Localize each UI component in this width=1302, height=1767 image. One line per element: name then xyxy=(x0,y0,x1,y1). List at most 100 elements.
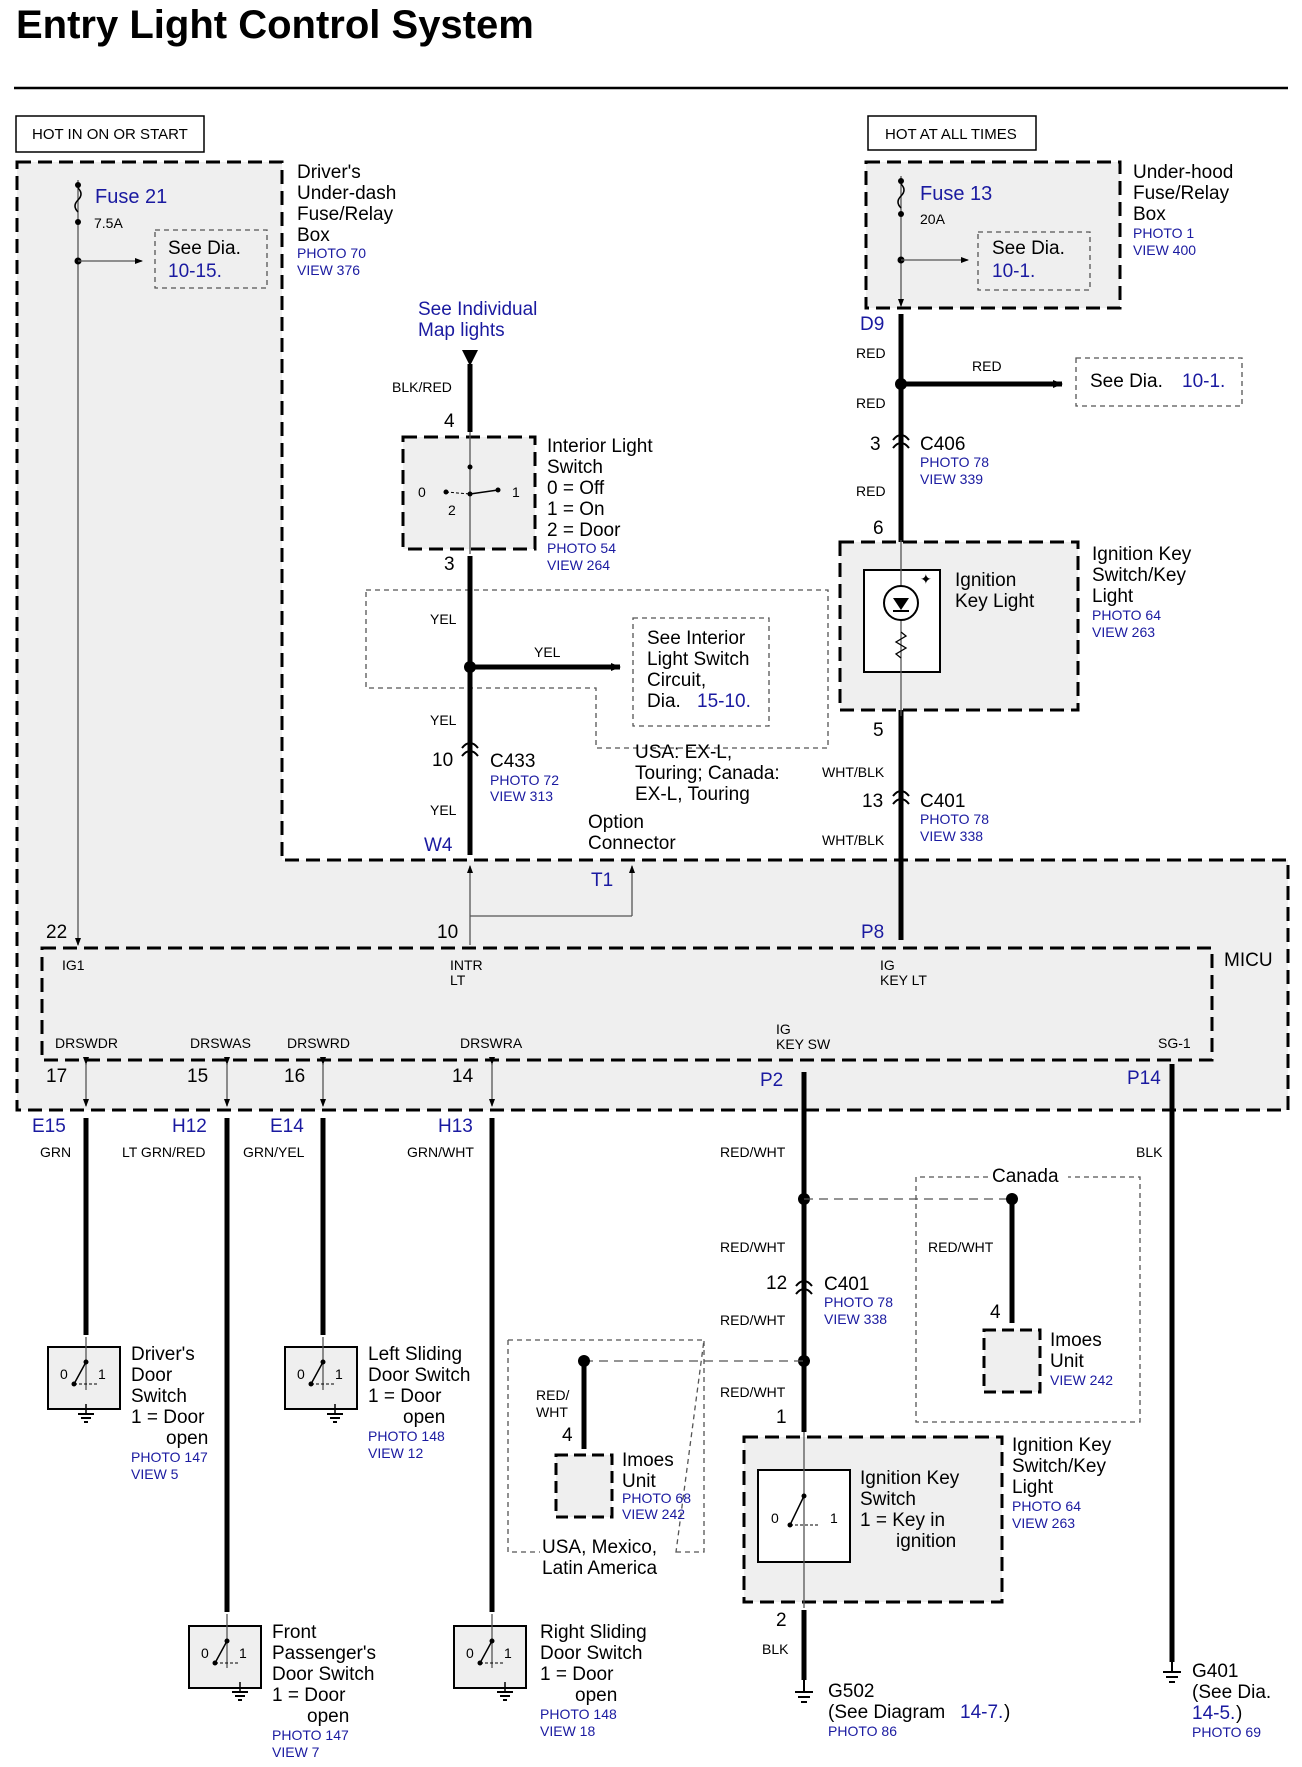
svg-text:Unit: Unit xyxy=(622,1471,657,1492)
svg-text:0: 0 xyxy=(297,1366,305,1382)
pin-3: 3 xyxy=(444,554,455,575)
svg-text:17: 17 xyxy=(46,1066,67,1087)
svg-text:14-7.: 14-7. xyxy=(960,1702,1003,1723)
conn-h12: H12 xyxy=(172,1116,207,1137)
svg-text:DRSWDR: DRSWDR xyxy=(55,1035,118,1051)
svg-text:PHOTO 86: PHOTO 86 xyxy=(828,1723,897,1739)
svg-text:HOT AT ALL TIMES: HOT AT ALL TIMES xyxy=(885,126,1017,143)
wire-label-yel-4: YEL xyxy=(430,802,457,818)
svg-text:PHOTO 70: PHOTO 70 xyxy=(297,245,366,261)
svg-text:PHOTO 64: PHOTO 64 xyxy=(1012,1498,1081,1514)
svg-text:(See Dia.: (See Dia. xyxy=(1192,1682,1271,1703)
wire-label-wht-blk-1: WHT/BLK xyxy=(822,764,885,780)
page-title: Entry Light Control System xyxy=(16,3,534,47)
svg-text:14: 14 xyxy=(452,1066,474,1087)
svg-text:Ignition: Ignition xyxy=(955,570,1016,591)
svg-text:Ignition Key: Ignition Key xyxy=(1012,1435,1112,1456)
svg-text:USA, Mexico,: USA, Mexico, xyxy=(542,1537,657,1558)
svg-text:10-15.: 10-15. xyxy=(168,261,222,282)
svg-text:DRSWAS: DRSWAS xyxy=(190,1035,251,1051)
wire-label-red-3: RED xyxy=(856,395,886,411)
ignition-key-switch: 0 1 Ignition Key Switch 1 = Key in ignit… xyxy=(742,1432,1004,1608)
svg-text:DRSWRA: DRSWRA xyxy=(460,1035,523,1051)
wire-label-red-2: RED xyxy=(972,358,1002,374)
svg-text:VIEW 242: VIEW 242 xyxy=(1050,1372,1113,1388)
front-passenger-door-switch: 0 1 xyxy=(188,1614,262,1701)
svg-text:PHOTO 72: PHOTO 72 xyxy=(490,772,559,788)
svg-text:Driver's: Driver's xyxy=(131,1344,195,1365)
svg-text:VIEW 338: VIEW 338 xyxy=(824,1311,887,1327)
svg-text:KEY LT: KEY LT xyxy=(880,972,927,988)
svg-text:15-10.: 15-10. xyxy=(697,691,751,712)
svg-text:1: 1 xyxy=(512,484,520,500)
svg-text:PHOTO 78: PHOTO 78 xyxy=(920,811,989,827)
svg-text:10: 10 xyxy=(437,922,458,943)
svg-text:Switch: Switch xyxy=(860,1489,916,1510)
conn-e15: E15 xyxy=(32,1116,66,1137)
connector-c401-upper: 13 C401 PHOTO 78 VIEW 338 xyxy=(862,790,989,844)
svg-text:USA: EX-L,: USA: EX-L, xyxy=(635,742,732,763)
conn-e14: E14 xyxy=(270,1116,304,1137)
svg-text:HOT IN ON OR START: HOT IN ON OR START xyxy=(32,126,188,143)
svg-text:VIEW 264: VIEW 264 xyxy=(547,557,610,573)
svg-text:7.5A: 7.5A xyxy=(94,215,123,231)
hot-always-label: HOT AT ALL TIMES xyxy=(867,115,1037,151)
conn-p8: P8 xyxy=(861,922,884,943)
fuse-21: Fuse 21 7.5A See Dia. 10-15. xyxy=(74,180,268,946)
hot-run-label: HOT IN ON OR START xyxy=(15,115,205,153)
micu-bottom-stubs xyxy=(83,1057,495,1107)
svg-text:VIEW 263: VIEW 263 xyxy=(1012,1515,1075,1531)
svg-text:0: 0 xyxy=(201,1645,209,1661)
wire-label-red-wht-3: RED/WHT xyxy=(720,1312,786,1328)
svg-text:PHOTO 148: PHOTO 148 xyxy=(540,1706,617,1722)
svg-text:G401: G401 xyxy=(1192,1661,1238,1682)
svg-text:Imoes: Imoes xyxy=(1050,1330,1102,1351)
svg-text:Connector: Connector xyxy=(588,833,676,854)
svg-text:VIEW 12: VIEW 12 xyxy=(368,1445,423,1461)
map-lights-label: See Individual Map lights xyxy=(418,299,537,366)
svg-text:Door Switch: Door Switch xyxy=(368,1365,470,1386)
svg-text:Box: Box xyxy=(1133,204,1166,225)
svg-text:1: 1 xyxy=(504,1645,512,1661)
option-region xyxy=(365,589,829,749)
svg-text:1 = Key in: 1 = Key in xyxy=(860,1510,945,1531)
wire-label-red-wht-2: RED/WHT xyxy=(720,1239,786,1255)
svg-text:LT: LT xyxy=(450,972,466,988)
wire-label-grn-yel: GRN/YEL xyxy=(243,1144,305,1160)
svg-text:10-1.: 10-1. xyxy=(992,261,1035,282)
svg-text:1 = Door: 1 = Door xyxy=(131,1407,205,1428)
pin-4: 4 xyxy=(444,411,455,432)
conn-d9: D9 xyxy=(860,314,884,335)
svg-text:Light: Light xyxy=(1092,586,1134,607)
svg-text:1: 1 xyxy=(98,1366,106,1382)
svg-text:2: 2 xyxy=(448,502,456,518)
svg-text:): ) xyxy=(1004,1702,1010,1723)
svg-text:Canada: Canada xyxy=(992,1166,1059,1187)
interior-light-switch-label: Interior Light Switch 0 = Off 1 = On 2 =… xyxy=(547,436,653,573)
svg-text:Under-dash: Under-dash xyxy=(297,183,396,204)
svg-text:Fuse 21: Fuse 21 xyxy=(95,186,167,208)
conn-w4: W4 xyxy=(424,835,453,856)
ground-g401: G401 (See Dia. 14-5. ) PHOTO 69 xyxy=(1163,1661,1271,1740)
svg-text:Ignition Key: Ignition Key xyxy=(860,1468,960,1489)
imoes-unit-usa: Imoes Unit PHOTO 68 VIEW 242 xyxy=(554,1450,691,1522)
svg-text:C401: C401 xyxy=(920,791,965,812)
fuse-box-underhood xyxy=(864,160,1122,310)
connector-c406: 3 C406 PHOTO 78 VIEW 339 xyxy=(870,434,989,487)
svg-text:1 = Door: 1 = Door xyxy=(540,1664,614,1685)
connector-c401-lower: 12 C401 PHOTO 78 VIEW 338 xyxy=(766,1273,893,1327)
svg-text:Fuse/Relay: Fuse/Relay xyxy=(1133,183,1230,204)
svg-text:3: 3 xyxy=(870,434,881,455)
wire-label-yel-3: YEL xyxy=(430,712,457,728)
drivers-door-switch-label: Driver's Door Switch 1 = Door open PHOTO… xyxy=(131,1344,208,1482)
svg-text:10: 10 xyxy=(432,750,453,771)
svg-text:Driver's: Driver's xyxy=(297,162,361,183)
svg-text:4: 4 xyxy=(562,1425,573,1446)
svg-text:C401: C401 xyxy=(824,1274,869,1295)
svg-text:PHOTO 1: PHOTO 1 xyxy=(1133,225,1194,241)
left-sliding-door-switch: 0 1 xyxy=(284,1337,358,1423)
svg-text:open: open xyxy=(403,1407,445,1428)
wire-label-red-1: RED xyxy=(856,345,886,361)
left-sliding-door-switch-label: Left Sliding Door Switch 1 = Door open P… xyxy=(368,1344,470,1461)
svg-text:(See Diagram: (See Diagram xyxy=(828,1702,945,1723)
